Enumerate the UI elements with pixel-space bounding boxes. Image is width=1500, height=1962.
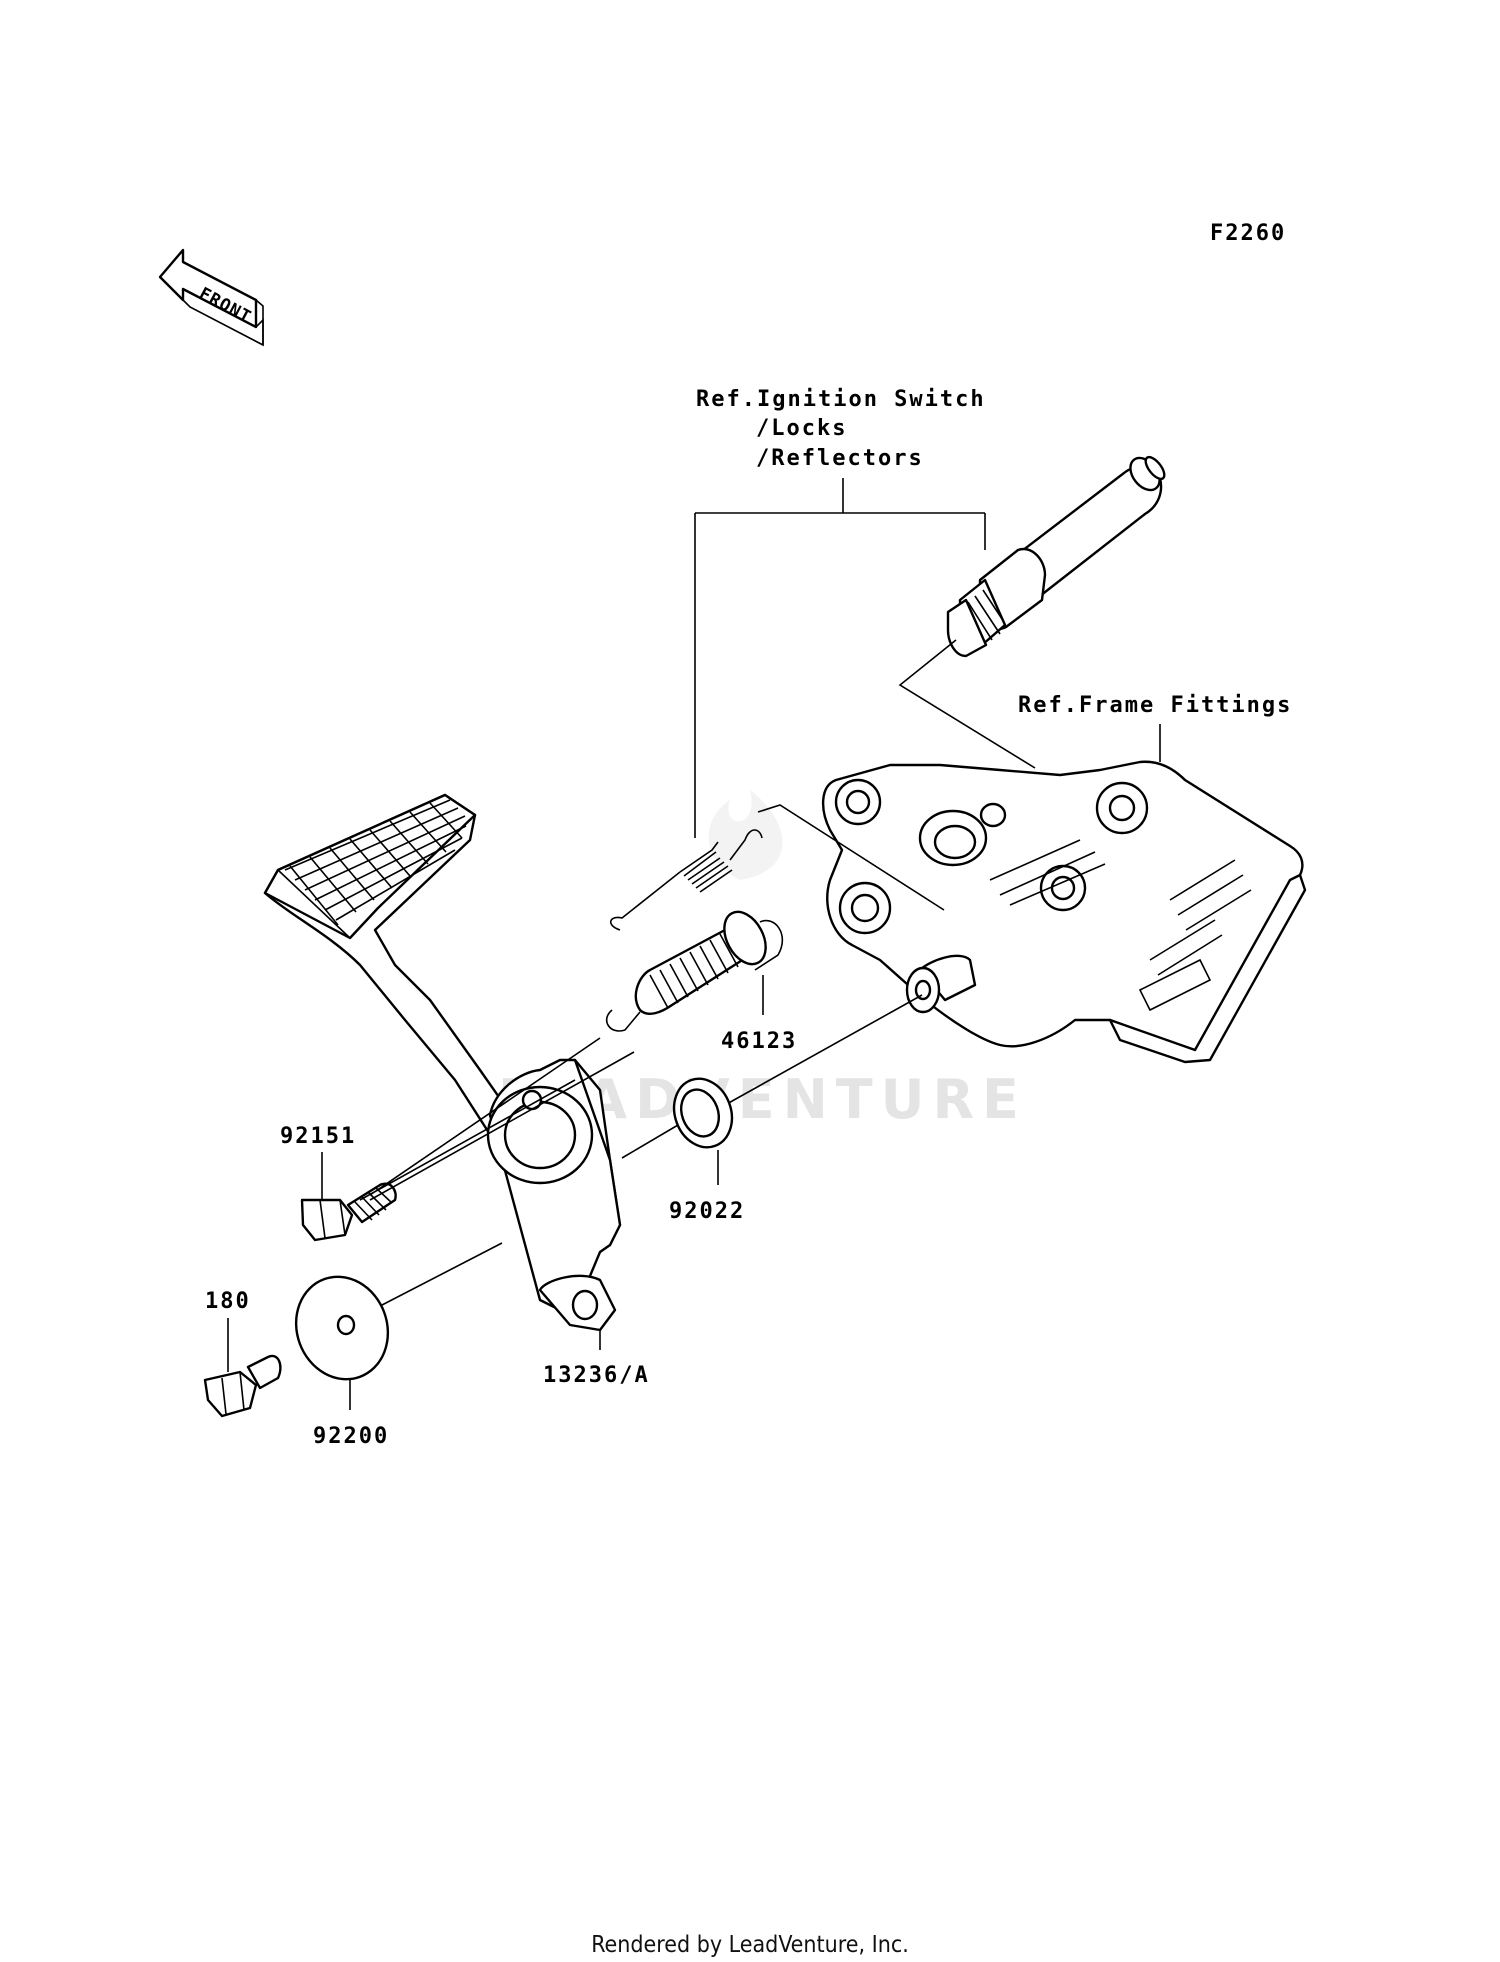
- part-label-92151: 92151: [280, 1124, 356, 1149]
- part-label-46123: 46123: [721, 1029, 797, 1054]
- return-spring-upper: [610, 804, 945, 931]
- ref-ignition-line2: /Locks: [756, 416, 847, 441]
- plate-washer-92200: 92200: [294, 1242, 503, 1449]
- part-label-180: 180: [205, 1289, 251, 1314]
- brake-pedal: 13236/A: [263, 793, 650, 1388]
- ref-ignition-line1: Ref.Ignition Switch: [696, 387, 986, 412]
- brake-light-switch: [898, 455, 1166, 769]
- part-label-92200: 92200: [313, 1424, 389, 1449]
- ref-ignition-switch: Ref.Ignition Switch /Locks /Reflectors: [694, 387, 986, 838]
- frame-fitting-bracket: [724, 760, 1307, 1106]
- ref-frame-fittings: Ref.Frame Fittings: [1018, 693, 1292, 718]
- washer-92022: 92022: [621, 1077, 745, 1224]
- front-arrow-icon: FRONT: [158, 248, 264, 347]
- return-spring-46123: 46123: [606, 910, 797, 1054]
- pedal-tread-grid: [284, 799, 467, 926]
- part-label-13236a: 13236/A: [543, 1363, 650, 1388]
- bolt-92151: 92151: [280, 1037, 635, 1242]
- part-label-92022: 92022: [669, 1199, 745, 1224]
- diagram-code: F2260: [1210, 221, 1286, 246]
- watermark-logo: [708, 790, 783, 880]
- footer-credit: Rendered by LeadVenture, Inc.: [591, 1932, 909, 1958]
- ref-ignition-line3: /Reflectors: [756, 446, 924, 471]
- flange-bolt-180: 180: [203, 1289, 282, 1418]
